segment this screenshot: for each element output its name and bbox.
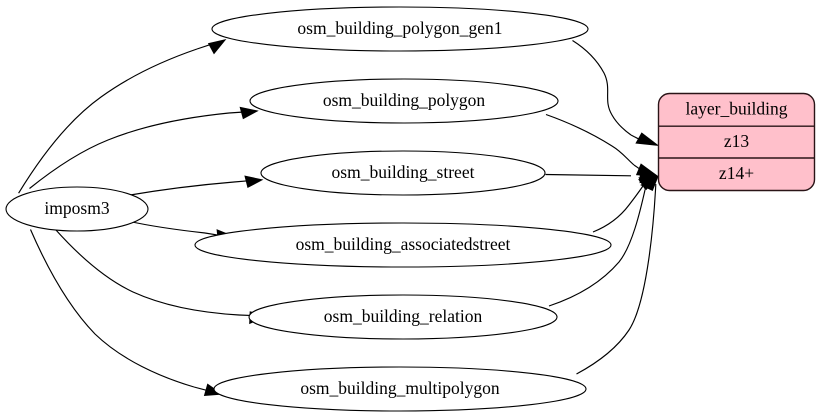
node-osm-building-polygon-gen1-shape (211, 6, 589, 52)
edge-osm-building-multipolygon-to-layer-z14plus[interactable] (576, 175, 659, 375)
node-osm-building-street-shape (260, 150, 546, 196)
edge-group-tables-to-layer (545, 40, 660, 375)
arrowhead-icon (640, 175, 659, 192)
edge-imposm3-to-osm-building-polygon-gen1[interactable] (18, 39, 227, 194)
node-imposm3[interactable]: imposm3 (5, 186, 149, 232)
node-osm-building-multipolygon-shape (213, 366, 587, 412)
edge-osm-building-polygon-gen1-to-layer-z13[interactable] (572, 40, 660, 147)
node-osm-building-multipolygon-label: osm_building_multipolygon (300, 378, 500, 398)
arrowhead-icon (635, 132, 660, 147)
arrowhead-icon (239, 106, 259, 120)
node-osm-building-polygon-label: osm_building_polygon (323, 90, 486, 110)
node-osm-building-associatedstreet[interactable]: osm_building_associatedstreet (194, 222, 612, 268)
node-osm-building-associatedstreet-shape (194, 222, 612, 268)
edge-imposm3-to-osm-building-street[interactable] (126, 175, 264, 197)
node-osm-building-relation-shape (248, 294, 558, 340)
node-osm-building-polygon[interactable]: osm_building_polygon (249, 78, 559, 124)
node-osm-building-relation[interactable]: osm_building_relation (248, 294, 558, 340)
edge-imposm3-to-osm-building-multipolygon[interactable] (29, 229, 224, 396)
layer-building-row-z14plus[interactable]: z14+ (719, 163, 754, 183)
node-osm-building-polygon-shape (249, 78, 559, 124)
node-imposm3-label: imposm3 (44, 198, 109, 218)
layer-building-row-z13[interactable]: z13 (724, 131, 750, 151)
node-osm-building-street-label: osm_building_street (332, 162, 475, 182)
node-osm-building-polygon-gen1[interactable]: osm_building_polygon_gen1 (211, 6, 589, 52)
layer-building-title: layer_building (685, 99, 787, 119)
node-osm-building-multipolygon[interactable]: osm_building_multipolygon (213, 366, 587, 412)
node-layer-building-shape (657, 92, 816, 192)
arrowhead-icon (244, 175, 264, 188)
node-imposm3-shape (5, 186, 149, 232)
node-osm-building-associatedstreet-label: osm_building_associatedstreet (296, 234, 511, 254)
arrowhead-icon (207, 39, 227, 55)
node-osm-building-street[interactable]: osm_building_street (260, 150, 546, 196)
edge-imposm3-to-osm-building-polygon[interactable] (29, 106, 259, 189)
edge-group-source-to-tables (18, 39, 269, 396)
node-layer-building[interactable]: layer_building z13 z14+ (657, 92, 816, 192)
node-osm-building-relation-label: osm_building_relation (324, 306, 483, 326)
edge-osm-building-polygon-to-layer-z14plus[interactable] (545, 113, 660, 178)
node-osm-building-polygon-gen1-label: osm_building_polygon_gen1 (297, 18, 502, 38)
